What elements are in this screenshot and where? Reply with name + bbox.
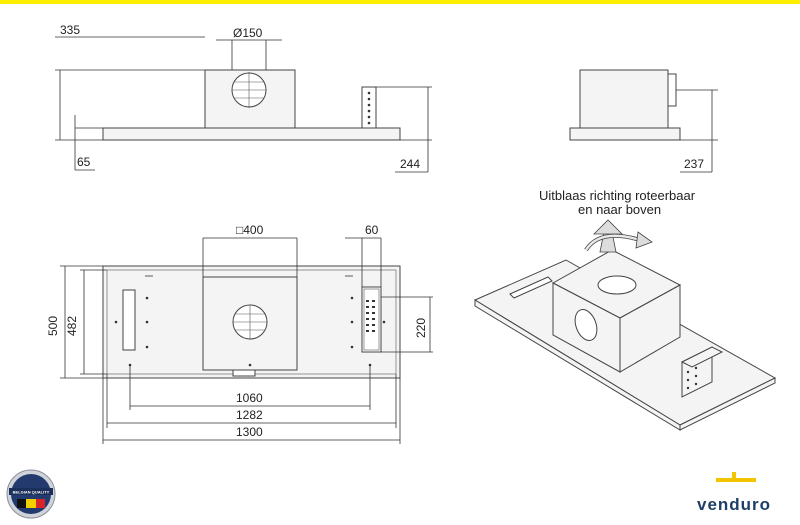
dim-335-label: 335: [60, 23, 80, 37]
dim-65-label: 65: [77, 155, 91, 169]
side-base-plate: [569, 127, 681, 141]
front-view: 335 Ø150 65 244: [55, 23, 432, 173]
caption-line-1: Uitblaas richting roteerbaar: [539, 188, 696, 203]
rotation-arrow-icon: [584, 219, 653, 253]
badge-text: BELGIAN QUALITY: [13, 490, 50, 495]
isometric-view: Uitblaas richting roteerbaar en naar bov…: [473, 188, 777, 431]
top-accent-bar: [0, 0, 800, 4]
dim-244-label: 244: [400, 157, 420, 171]
dim-482-label: 482: [65, 316, 79, 336]
dim-motor-square-label: □400: [236, 223, 264, 237]
front-control-bracket: [361, 86, 377, 129]
side-duct-stub: [667, 73, 677, 107]
brand-name: venduro: [697, 495, 771, 514]
venduro-logo: venduro: [697, 472, 771, 514]
iso-front-outlet: [574, 309, 598, 341]
dim-1282-label: 1282: [236, 408, 263, 422]
caption-line-2: en naar boven: [578, 202, 661, 217]
dim-220-label: 220: [414, 318, 428, 338]
belgian-quality-badge: BELGIAN QUALITY: [6, 469, 56, 519]
dim-duct-diameter-label: Ø150: [233, 26, 263, 40]
dim-237-label: 237: [684, 157, 704, 171]
front-base-plate: [102, 127, 401, 141]
iso-box-side: [619, 284, 681, 373]
top-left-filter-slot: [122, 289, 136, 351]
dim-1060-label: 1060: [236, 391, 263, 405]
dim-500-label: 500: [46, 316, 60, 336]
dim-60-label: 60: [365, 223, 379, 237]
side-view: 237: [569, 69, 718, 173]
iso-panel-side-edge: [679, 377, 776, 431]
top-view: □400 60 500 482 220 1060 1282 1300: [46, 223, 433, 444]
dim-1300-label: 1300: [236, 425, 263, 439]
side-motor-box: [579, 69, 669, 129]
top-right-filter: [361, 286, 382, 353]
iso-top-outlet: [597, 275, 637, 295]
